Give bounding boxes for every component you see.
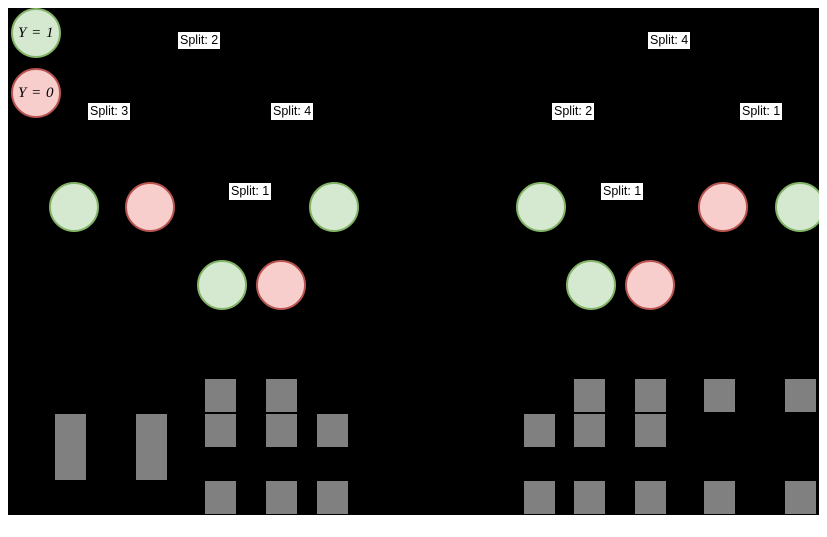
leaf-node (704, 379, 735, 412)
tree-node-class-0 (698, 182, 748, 232)
legend-node-class-0: Y = 0 (11, 68, 61, 118)
leaf-node (136, 414, 167, 447)
leaf-node (635, 414, 666, 447)
tree-node-class-0 (256, 260, 306, 310)
split-label: Split: 4 (648, 32, 691, 49)
leaf-node (266, 481, 297, 514)
leaf-node (574, 379, 605, 412)
legend-node-label: Y = 1 (18, 24, 54, 41)
leaf-node (136, 447, 167, 480)
leaf-node (205, 414, 236, 447)
leaf-node (785, 379, 816, 412)
leaf-node (574, 414, 605, 447)
tree-node-class-1 (309, 182, 359, 232)
leaf-node (205, 481, 236, 514)
split-label: Split: 3 (88, 103, 131, 120)
leaf-node (785, 481, 816, 514)
tree-node-class-1 (49, 182, 99, 232)
split-label: Split: 1 (601, 183, 644, 200)
leaf-node (55, 414, 86, 447)
tree-node-class-1 (197, 260, 247, 310)
tree-node-class-1 (516, 182, 566, 232)
leaf-node (55, 447, 86, 480)
leaf-node (704, 481, 735, 514)
leaf-node (266, 379, 297, 412)
split-label: Split: 1 (229, 183, 272, 200)
leaf-node (317, 414, 348, 447)
tree-node-class-1 (566, 260, 616, 310)
leaf-node (317, 481, 348, 514)
leaf-node (266, 414, 297, 447)
leaf-node (524, 414, 555, 447)
split-label: Split: 1 (740, 103, 783, 120)
tree-node-class-1 (775, 182, 819, 232)
leaf-node (205, 379, 236, 412)
tree-node-class-0 (125, 182, 175, 232)
legend-node-class-1: Y = 1 (11, 8, 61, 58)
split-label: Split: 2 (178, 32, 221, 49)
legend-node-label: Y = 0 (18, 84, 54, 101)
tree-canvas-panel: Y = 1 Y = 0 Split: 2 Split: 4 Split: 3 Split… (8, 8, 819, 515)
split-label: Split: 2 (552, 103, 595, 120)
split-label: Split: 4 (271, 103, 314, 120)
leaf-node (524, 481, 555, 514)
tree-node-class-0 (625, 260, 675, 310)
leaf-node (635, 379, 666, 412)
leaf-node (574, 481, 605, 514)
leaf-node (635, 481, 666, 514)
